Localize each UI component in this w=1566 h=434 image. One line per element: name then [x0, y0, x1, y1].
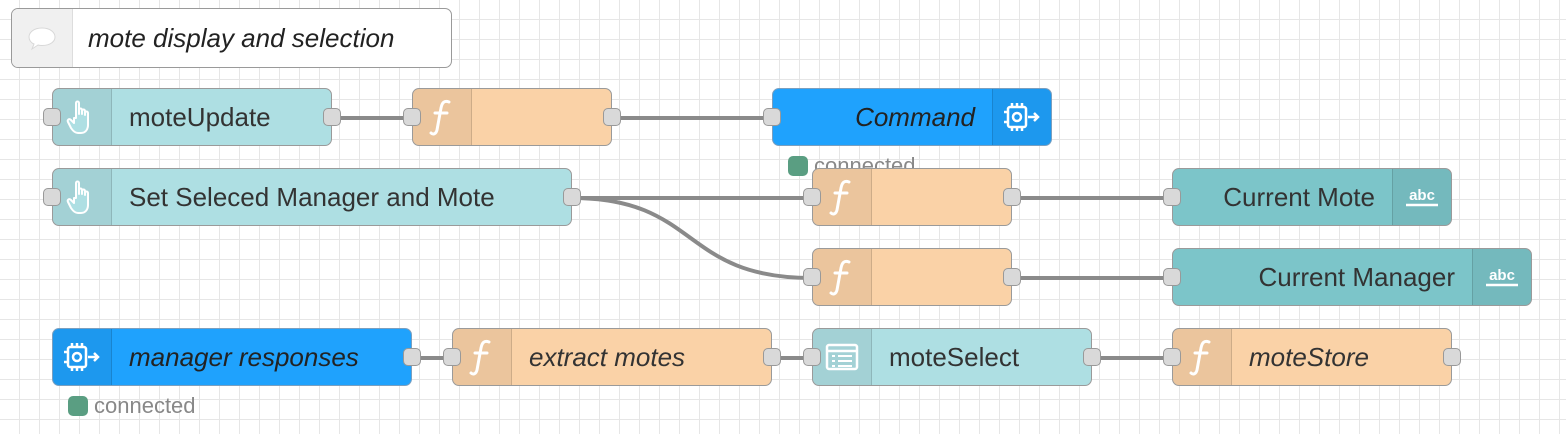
node-label: manager responses [129, 341, 359, 372]
output-port[interactable] [1083, 348, 1101, 366]
output-port[interactable] [563, 188, 581, 206]
node-label: extract motes [529, 341, 686, 372]
node-label: moteUpdate [129, 101, 271, 132]
input-port[interactable] [803, 268, 821, 286]
input-port[interactable] [763, 108, 781, 126]
node-label: Current Mote [1223, 181, 1375, 212]
function-node-motestore[interactable]: moteStore [1163, 328, 1461, 386]
status-connected: connected [68, 393, 196, 419]
node-label: moteSelect [889, 341, 1020, 372]
function-icon [413, 89, 472, 145]
node-label: Command [855, 101, 975, 132]
output-port[interactable] [323, 108, 341, 126]
svg-text:abc: abc [1489, 267, 1515, 284]
function-icon [813, 249, 872, 305]
wire-setselected-func3[interactable] [571, 196, 813, 280]
input-port[interactable] [803, 348, 821, 366]
status-text: connected [94, 393, 196, 418]
list-icon [813, 329, 872, 385]
node-label: moteStore [1249, 341, 1369, 372]
comment-node[interactable]: mote display and selection [11, 8, 452, 68]
output-port[interactable] [763, 348, 781, 366]
function-icon [813, 169, 872, 225]
chip-out-icon [992, 89, 1051, 145]
node-label: Set Seleced Manager and Mote [129, 181, 495, 212]
status-dot [68, 396, 88, 416]
input-port[interactable] [1163, 188, 1181, 206]
svg-text:abc: abc [1409, 187, 1435, 204]
function-node-3[interactable] [803, 248, 1021, 306]
function-icon [453, 329, 512, 385]
chip-in-icon [53, 329, 112, 385]
output-port[interactable] [1003, 268, 1021, 286]
output-port[interactable] [403, 348, 421, 366]
hand-pointer-icon[interactable] [53, 89, 112, 145]
function-node-2[interactable] [803, 168, 1021, 226]
inject-node-moteupdate[interactable]: moteUpdate [43, 88, 341, 146]
input-port[interactable] [1163, 268, 1181, 286]
input-port[interactable] [43, 188, 61, 206]
input-port[interactable] [1163, 348, 1181, 366]
hand-pointer-icon[interactable] [53, 169, 112, 225]
ui-text-node-current-manager[interactable]: abc Current Manager [1163, 248, 1532, 306]
input-port[interactable] [803, 188, 821, 206]
input-port[interactable] [443, 348, 461, 366]
comment-icon [12, 9, 73, 67]
function-icon [1173, 329, 1232, 385]
output-port[interactable] [603, 108, 621, 126]
ui-dropdown-node-moteselect[interactable]: moteSelect [803, 328, 1101, 386]
input-port[interactable] [403, 108, 421, 126]
node-label: Current Manager [1258, 261, 1455, 292]
function-node-1[interactable] [403, 88, 621, 146]
ui-text-node-current-mote[interactable]: abc Current Mote [1163, 168, 1452, 226]
abc-icon: abc [1472, 249, 1531, 305]
function-node-extract-motes[interactable]: extract motes [443, 328, 781, 386]
mqtt-out-node-command[interactable]: Command [763, 88, 1052, 146]
input-port[interactable] [43, 108, 61, 126]
abc-icon: abc [1392, 169, 1451, 225]
status-dot [788, 156, 808, 176]
comment-label: mote display and selection [88, 22, 395, 53]
output-port[interactable] [1443, 348, 1461, 366]
output-port[interactable] [1003, 188, 1021, 206]
mqtt-in-node-manager-responses[interactable]: manager responses [52, 328, 421, 386]
inject-node-set-selected[interactable]: Set Seleced Manager and Mote [43, 168, 581, 226]
